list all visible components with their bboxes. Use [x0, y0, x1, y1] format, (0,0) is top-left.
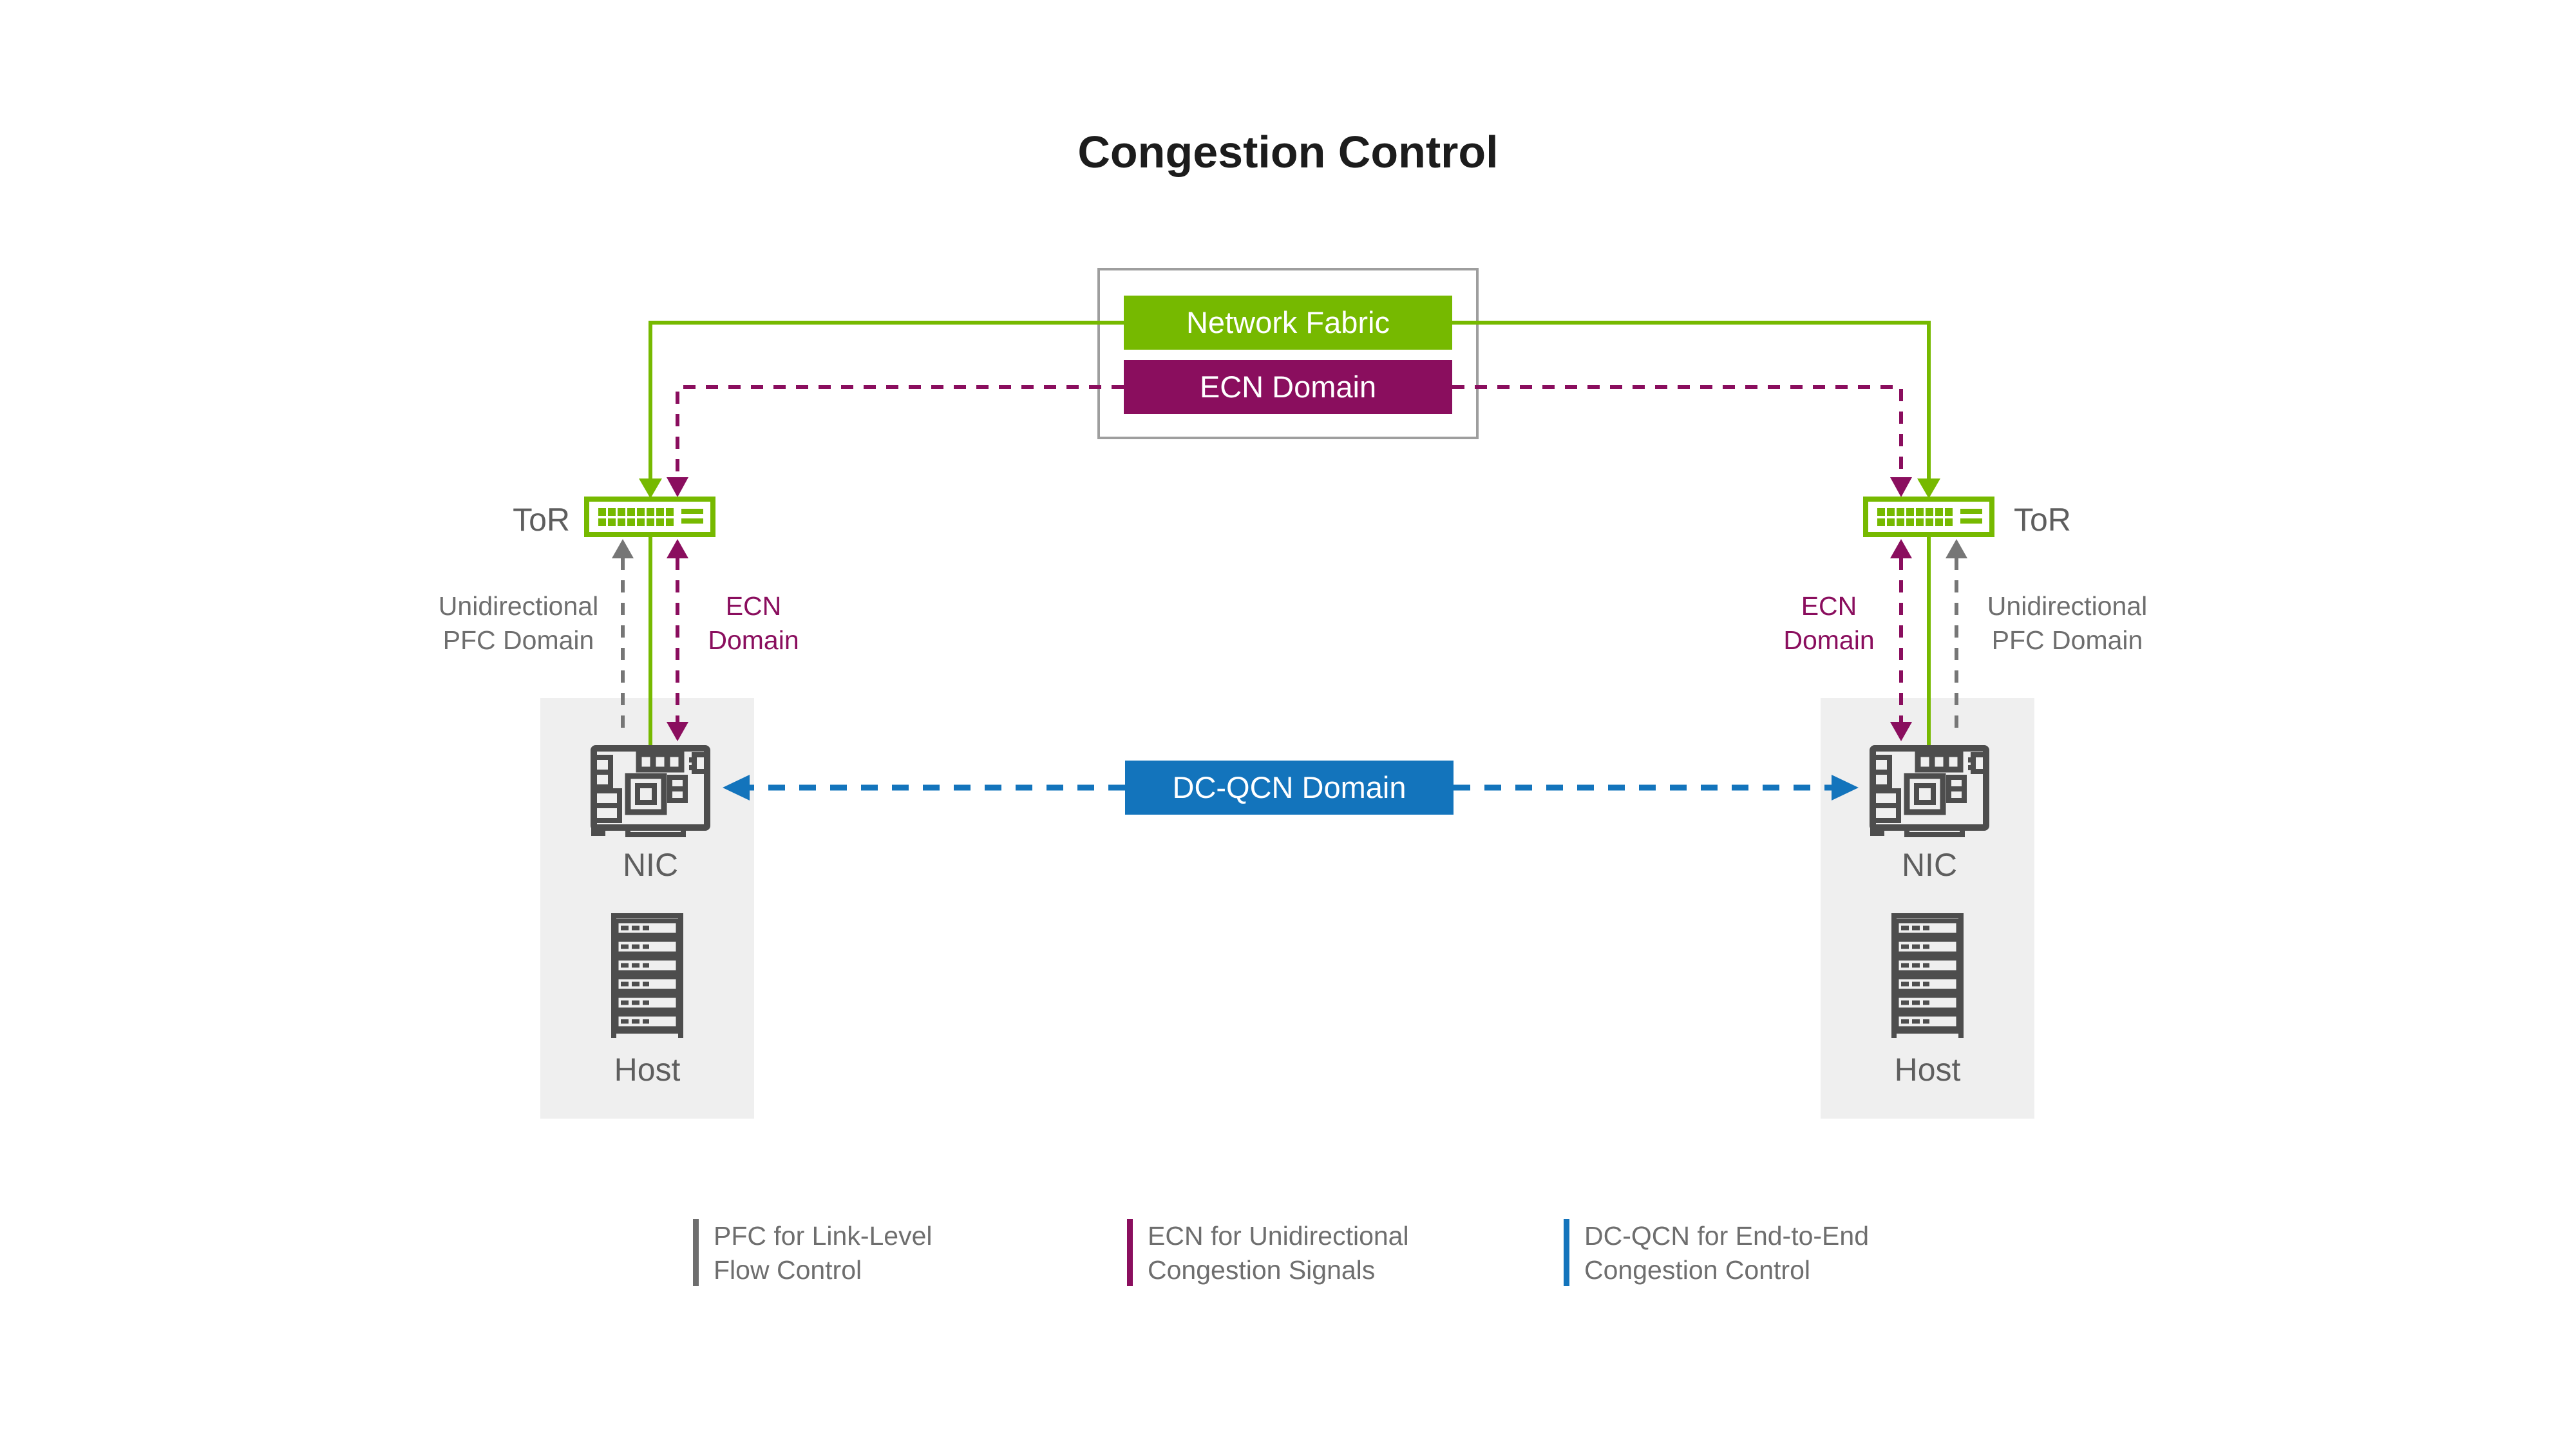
pfc-domain-label-left-line1: Unidirectional	[438, 591, 599, 621]
legend-item-ecn: ECN for Unidirectional Congestion Signal…	[1127, 1219, 1513, 1290]
legend-item-dcqcn: DC-QCN for End-to-End Congestion Control	[1564, 1219, 1950, 1290]
host-icon-left	[611, 913, 683, 1038]
legend-bar-pfc	[693, 1219, 699, 1286]
ecn-arrow-up-right-icon	[1890, 539, 1912, 558]
fabric-link-left-line	[649, 321, 1124, 479]
pfc-domain-lines	[621, 558, 1958, 737]
legend-text-dcqcn-line1: DC-QCN for End-to-End	[1584, 1221, 1870, 1251]
legend-text-dcqcn: DC-QCN for End-to-End Congestion Control	[1584, 1219, 1945, 1287]
nic-label-left: NIC	[622, 847, 679, 883]
ecn-arrow-down-right-icon	[1890, 722, 1912, 741]
host-label-right: Host	[1894, 1052, 1961, 1088]
ecn-top-right-line	[1452, 385, 1903, 478]
fabric-arrow-down-right-icon	[1917, 478, 1940, 498]
legend-text-pfc-line1: PFC for Link-Level	[714, 1221, 933, 1251]
nic-icon-left	[594, 748, 707, 835]
ecn-domain-label-right-line1: ECN	[1801, 591, 1857, 621]
pfc-domain-label-right-line1: Unidirectional	[1987, 591, 2148, 621]
legend-text-pfc: PFC for Link-Level Flow Control	[714, 1219, 1074, 1287]
nic-label-right: NIC	[1901, 847, 1958, 883]
ecn-domain-bar: ECN Domain	[1124, 360, 1452, 414]
tor-switch-icon-left	[587, 499, 713, 535]
ecn-domain-label-left: ECN Domain	[689, 589, 818, 658]
pfc-arrow-up-right-icon	[1946, 539, 1967, 558]
page-title: Congestion Control	[1077, 127, 1499, 177]
ecn-arrow-up-left-icon	[667, 539, 688, 558]
ecn-top-left-line	[676, 385, 1124, 478]
ecn-arrow-down-left-icon	[667, 722, 688, 741]
dcqcn-arrow-left-icon	[723, 775, 750, 800]
fabric-link-lines	[649, 321, 1931, 748]
ecn-arrow-down-top-right-icon	[1890, 477, 1912, 497]
ecn-domain-label-right-line2: Domain	[1783, 625, 1875, 655]
pfc-arrow-up-left-icon	[612, 539, 634, 558]
ecn-domain-label-left-line2: Domain	[708, 625, 799, 655]
legend-text-ecn: ECN for Unidirectional Congestion Signal…	[1148, 1219, 1508, 1287]
tor-switch-icon-right	[1866, 499, 1992, 535]
nic-icon-right	[1873, 748, 1986, 835]
legend-text-ecn-line2: Congestion Signals	[1148, 1255, 1376, 1285]
legend-text-dcqcn-line2: Congestion Control	[1584, 1255, 1810, 1285]
pfc-domain-label-left: Unidirectional PFC Domain	[412, 589, 625, 658]
host-icon-right	[1891, 913, 1964, 1038]
pfc-domain-label-left-line2: PFC Domain	[442, 625, 594, 655]
legend-bar-dcqcn	[1564, 1219, 1569, 1286]
tor-label-right: ToR	[2014, 502, 2071, 538]
ecn-arrow-down-top-left-icon	[667, 477, 688, 497]
legend-text-pfc-line2: Flow Control	[714, 1255, 862, 1285]
pfc-domain-label-right: Unidirectional PFC Domain	[1961, 589, 2174, 658]
pfc-domain-label-right-line2: PFC Domain	[1991, 625, 2143, 655]
tor-label-left: ToR	[513, 502, 570, 538]
fabric-link-right-line	[1452, 321, 1931, 479]
host-label-left: Host	[614, 1052, 681, 1088]
dcqcn-domain-bar: DC-QCN Domain	[1125, 761, 1454, 815]
fabric-arrow-down-left-icon	[639, 478, 662, 498]
dcqcn-arrow-right-icon	[1832, 775, 1859, 800]
ecn-domain-label-left-line1: ECN	[725, 591, 782, 621]
legend-text-ecn-line1: ECN for Unidirectional	[1148, 1221, 1409, 1251]
ecn-domain-label-right: ECN Domain	[1765, 589, 1893, 658]
ecn-domain-lines	[676, 385, 1903, 723]
network-fabric-bar: Network Fabric	[1124, 296, 1452, 350]
legend-item-pfc: PFC for Link-Level Flow Control	[693, 1219, 1079, 1290]
legend-bar-ecn	[1127, 1219, 1133, 1286]
